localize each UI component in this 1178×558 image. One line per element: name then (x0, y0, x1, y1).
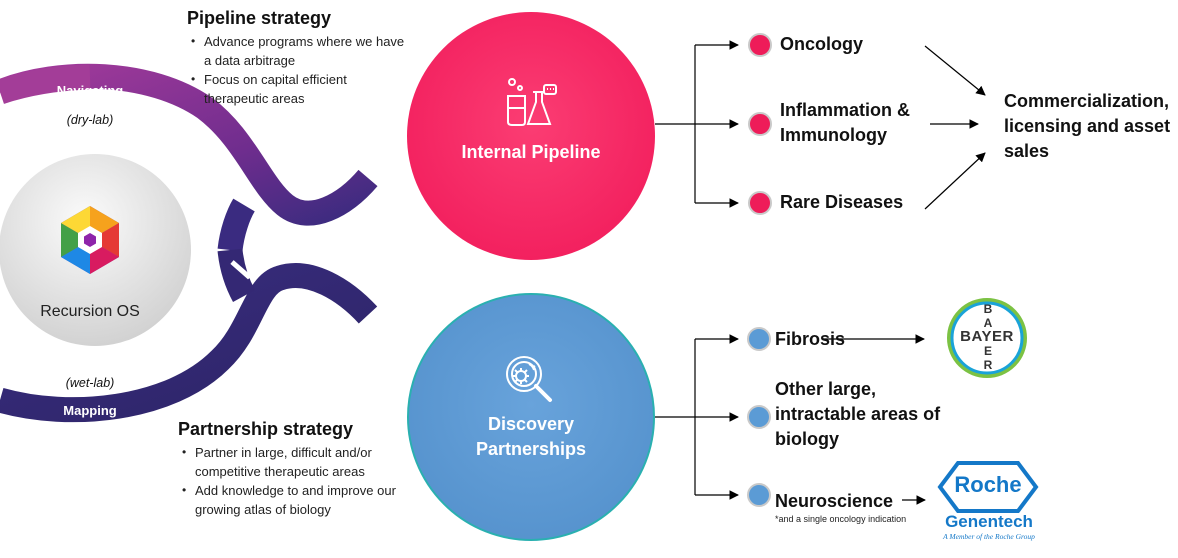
lab-flask-icon (507, 78, 557, 126)
area-oncology: Oncology (780, 34, 864, 54)
genentech-text: Genentech (945, 512, 1033, 531)
magnifier-gear-icon (506, 356, 552, 402)
rare-diseases-dot (748, 191, 772, 215)
area-other-large: Other large, intractable areas of biolog… (775, 377, 940, 452)
area-inflammation: Inflammation & Immunology (780, 98, 910, 148)
area-other-line3: biology (775, 429, 839, 449)
pipeline-strategy-list: Advance programs where we have a data ar… (187, 32, 407, 108)
outcome-line1: Commercialization, (1004, 91, 1170, 111)
fibrosis-dot (747, 327, 771, 351)
recursion-os-label: Recursion OS (40, 303, 140, 320)
area-rare-diseases: Rare Diseases (780, 192, 904, 212)
internal-pipeline-label: Internal Pipeline (461, 142, 601, 162)
list-item: Partner in large, difficult and/or compe… (178, 443, 418, 481)
partnership-strategy-title: Partnership strategy (178, 419, 354, 439)
partnership-strategy-list: Partner in large, difficult and/or compe… (178, 443, 418, 519)
outcome-line2: licensing and asset (1004, 116, 1171, 136)
blue-dots (747, 327, 771, 507)
list-item: Advance programs where we have a data ar… (187, 32, 407, 70)
inflammation-dot (748, 112, 772, 136)
area-other-line1: Other large, (775, 379, 877, 399)
navigating-label: Navigating (56, 83, 124, 98)
discovery-label-line1: Discovery (487, 414, 575, 434)
area-inflammation-line2: Immunology (780, 125, 887, 145)
neuroscience-dot (747, 483, 771, 507)
pipeline-strategy-title: Pipeline strategy (187, 8, 332, 28)
discovery-partnerships-circle (407, 293, 655, 541)
oncology-dot (748, 33, 772, 57)
discovery-label-line2: Partnerships (475, 439, 587, 459)
mapping-arc (0, 263, 378, 423)
recursion-logo-icon (61, 206, 119, 274)
roche-logo (937, 461, 1039, 513)
area-inflammation-line1: Inflammation & (780, 100, 911, 120)
outcome-line3: sales (1004, 141, 1050, 161)
roche-text: Roche (954, 472, 1022, 497)
list-item: Add knowledge to and improve our growing… (178, 481, 418, 519)
discovery-partnerships-label: Discovery Partnerships (431, 412, 631, 462)
internal-pipeline-circle (407, 12, 655, 260)
mapping-label: Mapping (63, 403, 117, 418)
pink-dots (748, 33, 772, 215)
neuroscience-footnote: *and a single oncology indication (775, 514, 907, 524)
pipeline-strategy-block: Pipeline strategy Advance programs where… (187, 8, 407, 108)
area-other-line2: intractable areas of (775, 404, 941, 424)
genentech-tagline: A Member of the Roche Group (943, 532, 1035, 541)
wet-lab-note: (wet-lab) (65, 376, 115, 390)
area-neuroscience: Neuroscience (775, 491, 894, 511)
other-areas-dot (747, 405, 771, 429)
partnership-strategy-block: Partnership strategy Partner in large, d… (178, 419, 418, 519)
dry-lab-note: (dry-lab) (66, 113, 114, 127)
bayer-horizontal-text: BAYER (960, 328, 1014, 345)
area-fibrosis: Fibrosis (775, 329, 846, 349)
commercialization-outcome: Commercialization, licensing and asset s… (1004, 89, 1176, 164)
list-item: Focus on capital efficient therapeutic a… (187, 70, 407, 108)
bayer-logo (947, 298, 1027, 378)
